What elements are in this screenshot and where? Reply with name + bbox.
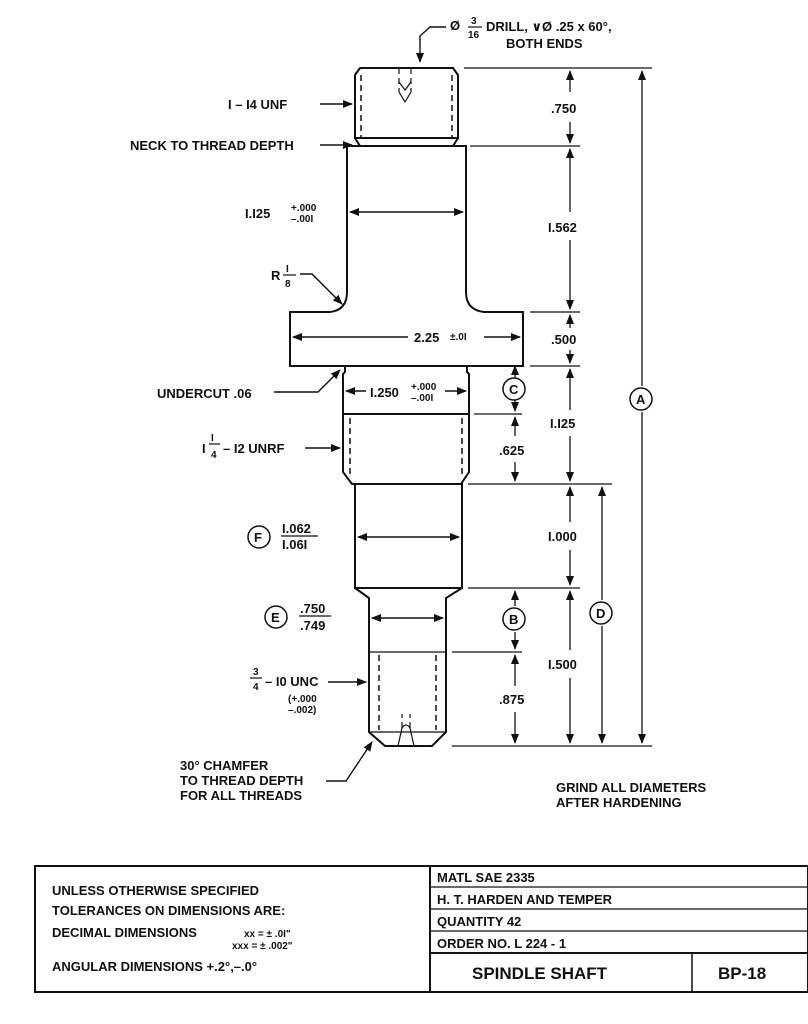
dim-1000: I.000 — [548, 529, 577, 544]
radius-label: R I 8 — [271, 264, 343, 305]
unc-label: 3 4 – I0 UNC (+.000 –.002) — [250, 667, 367, 716]
svg-text:–.002): –.002) — [288, 705, 316, 716]
part-number: BP-18 — [718, 964, 766, 983]
svg-text:TOLERANCES ON DIMENSIONS ARE:: TOLERANCES ON DIMENSIONS ARE: — [52, 903, 285, 918]
flange-dim: 2.25 ±.0I — [292, 330, 521, 345]
bottom-center-drill — [397, 714, 415, 747]
svg-text:.750: .750 — [300, 601, 325, 616]
thread-top-label: I – I4 UNF — [228, 97, 287, 112]
body-1125 — [289, 145, 524, 367]
dim-875: .875 — [499, 692, 524, 707]
drill-text-line2: BOTH ENDS — [506, 36, 583, 51]
svg-text:I: I — [286, 264, 289, 275]
svg-text:+.000: +.000 — [411, 382, 437, 393]
bubble-d: D — [596, 606, 605, 621]
svg-text:3: 3 — [253, 667, 259, 678]
dia-1250-dim: I.250 +.000 –.00I — [345, 382, 467, 404]
svg-text:8: 8 — [285, 279, 291, 290]
dim-750: .750 — [551, 101, 576, 116]
dia-1125-dim: I.I25 +.000 –.00I — [245, 203, 464, 225]
drill-dia-symbol: Ø — [450, 18, 460, 33]
svg-text:+.000: +.000 — [291, 203, 317, 214]
heat-treat: H. T. HARDEN AND TEMPER — [437, 892, 613, 907]
section-1250 — [342, 366, 470, 415]
svg-text:I.062: I.062 — [282, 521, 311, 536]
drill-text: DRILL, ∨Ø .25 x 60°, — [486, 19, 612, 34]
bubble-a: A — [636, 392, 646, 407]
f-dim: F I.062 I.06I — [247, 521, 460, 552]
xx-tolerance: xx = ± .0I" — [244, 929, 291, 940]
neck — [354, 137, 459, 147]
dim-1500: I.500 — [548, 657, 577, 672]
section-f — [354, 483, 463, 589]
svg-text:.749: .749 — [300, 618, 325, 633]
bubble-e: E — [271, 610, 280, 625]
dim-1562: I.562 — [548, 220, 577, 235]
svg-text:30° CHAMFER: 30° CHAMFER — [180, 758, 269, 773]
dim-500: .500 — [551, 332, 576, 347]
svg-text:I.I25: I.I25 — [245, 206, 270, 221]
decimal-dimensions-label: DECIMAL DIMENSIONS — [52, 925, 197, 940]
part-name: SPINDLE SHAFT — [472, 964, 608, 983]
svg-text:2.25: 2.25 — [414, 330, 439, 345]
thread-unc-section — [368, 652, 447, 747]
svg-text:±.0I: ±.0I — [450, 332, 467, 343]
chamfer-note: 30° CHAMFER TO THREAD DEPTH FOR ALL THRE… — [180, 741, 373, 803]
drill-fraction-den: 16 — [468, 30, 480, 41]
svg-text:(+.000: (+.000 — [288, 694, 317, 705]
svg-text:–.00I: –.00I — [411, 393, 433, 404]
svg-text:FOR ALL THREADS: FOR ALL THREADS — [180, 788, 302, 803]
top-thread-section — [354, 67, 459, 139]
right-dim-lines — [511, 70, 646, 744]
svg-text:I: I — [202, 441, 206, 456]
xxx-tolerance: xxx = ± .002" — [232, 941, 293, 952]
svg-text:AFTER HARDENING: AFTER HARDENING — [556, 795, 682, 810]
svg-text:TO THREAD DEPTH: TO THREAD DEPTH — [180, 773, 303, 788]
unrf-label: I I 4 – I2 UNRF — [202, 433, 341, 461]
section-e — [354, 587, 463, 652]
extension-lines — [452, 67, 652, 747]
dim-625: .625 — [499, 443, 524, 458]
svg-text:I.250: I.250 — [370, 385, 399, 400]
info-block: MATL SAE 2335 H. T. HARDEN AND TEMPER QU… — [437, 870, 766, 983]
tolerance-block: UNLESS OTHERWISE SPECIFIED TOLERANCES ON… — [52, 883, 293, 974]
thread-unrf-section — [342, 414, 470, 485]
bubble-c: C — [509, 382, 519, 397]
grind-note: GRIND ALL DIAMETERS AFTER HARDENING — [556, 780, 707, 810]
svg-text:–.00I: –.00I — [291, 214, 313, 225]
svg-text:I.06I: I.06I — [282, 537, 307, 552]
e-dim: E .750 .749 — [264, 601, 444, 633]
order-number: ORDER NO. L 224 - 1 — [437, 936, 566, 951]
svg-text:UNLESS OTHERWISE SPECIFIED: UNLESS OTHERWISE SPECIFIED — [52, 883, 259, 898]
bubble-f: F — [254, 530, 262, 545]
dim-bubbles: C B D A — [502, 377, 653, 631]
drill-note: Ø 3 16 DRILL, ∨Ø .25 x 60°, BOTH ENDS — [416, 16, 612, 63]
right-dim-values: .750 I.562 .500 I.I25 .625 I.000 I.500 .… — [499, 101, 577, 707]
neck-label: NECK TO THREAD DEPTH — [130, 138, 294, 153]
svg-text:4: 4 — [253, 682, 259, 693]
angular-dimensions: ANGULAR DIMENSIONS +.2°,–.0° — [52, 959, 257, 974]
title-block — [34, 865, 808, 993]
svg-text:– I0 UNC: – I0 UNC — [265, 674, 319, 689]
dim-1125: I.I25 — [550, 416, 575, 431]
material: MATL SAE 2335 — [437, 870, 535, 885]
svg-text:GRIND ALL DIAMETERS: GRIND ALL DIAMETERS — [556, 780, 707, 795]
svg-text:– I2 UNRF: – I2 UNRF — [223, 441, 284, 456]
top-center-drill — [398, 68, 412, 104]
svg-text:R: R — [271, 268, 281, 283]
shaft-outline — [289, 67, 524, 747]
bubble-b: B — [509, 612, 518, 627]
svg-text:4: 4 — [211, 450, 217, 461]
drill-fraction-num: 3 — [471, 16, 477, 27]
undercut-label: UNDERCUT .06 — [157, 386, 252, 401]
quantity: QUANTITY 42 — [437, 914, 521, 929]
svg-text:I: I — [211, 433, 214, 444]
